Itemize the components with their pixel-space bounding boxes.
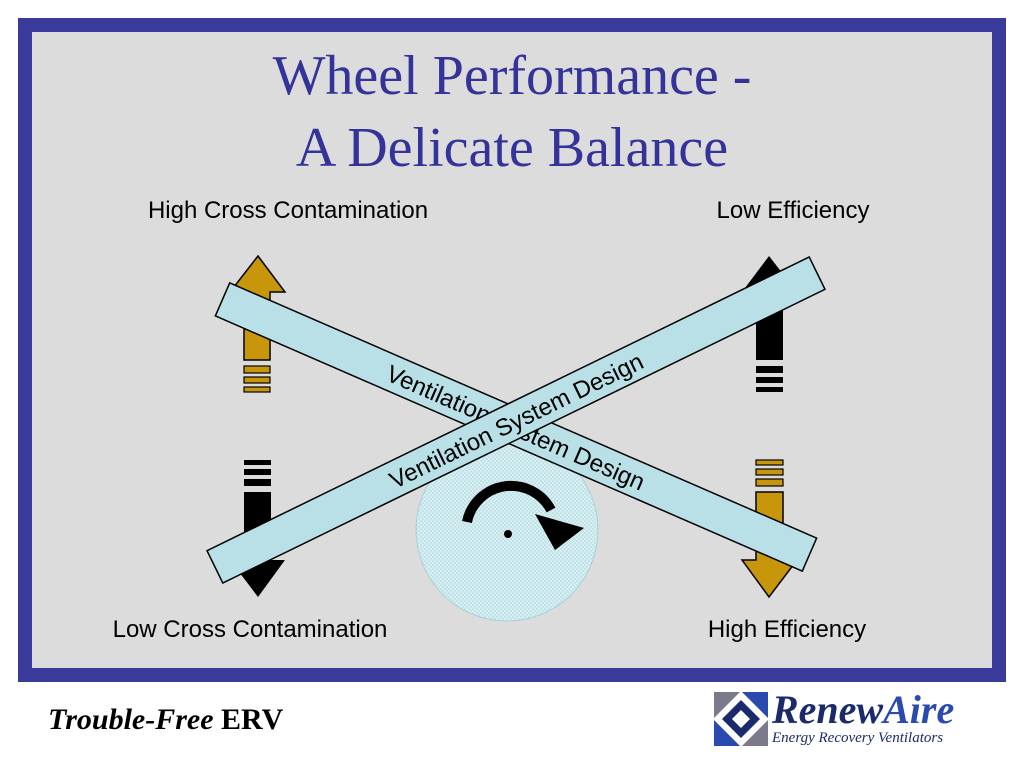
label-low-efficiency: Low Efficiency (716, 197, 870, 224)
footer-italic-text: Trouble-Free (48, 703, 214, 736)
label-high-efficiency: High Efficiency (707, 616, 867, 643)
logo-tagline: Energy Recovery Ventilators (772, 730, 944, 746)
footer-tagline: Trouble-Free ERV (48, 703, 283, 737)
logo-name-part2: Aire (883, 687, 955, 732)
logo-mark-icon (714, 692, 768, 746)
label-low-cross-contamination: Low Cross Contamination (112, 616, 388, 643)
clockwise-arrow-icon (462, 480, 584, 550)
footer-bold-text: ERV (221, 703, 284, 736)
logo-name-part1: Renew (772, 687, 884, 732)
logo-wordmark: RenewAire (772, 686, 954, 733)
title-line-2: A Delicate Balance (295, 117, 729, 179)
title-line-1: Wheel Performance - (272, 45, 752, 107)
renewaire-logo: RenewAire Energy Recovery Ventilators (714, 687, 984, 752)
label-high-cross-contamination: High Cross Contamination (147, 197, 429, 224)
slide-title: Wheel Performance - A Delicate Balance (0, 40, 1024, 184)
